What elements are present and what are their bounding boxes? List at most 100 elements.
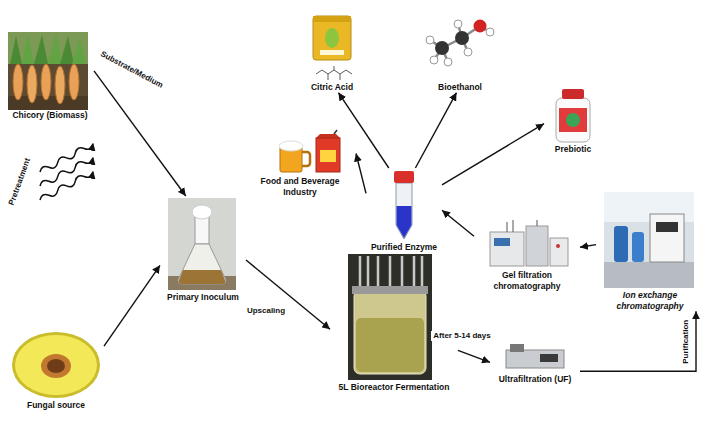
ion-exchange-photo: [604, 192, 694, 288]
chicory-photo-part: [55, 66, 65, 104]
edge-label: Purification: [681, 318, 691, 366]
step-caption: Food and Beverage Industry: [244, 176, 356, 197]
gel-filtration-instrument-part: [490, 232, 524, 266]
ethanol-molecule-part: [486, 28, 494, 36]
prebiotic-bottle: [556, 89, 590, 142]
flow-arrow: [104, 265, 160, 346]
chicory-photo-part: [8, 32, 88, 64]
image-space: [596, 190, 704, 290]
ethanol-molecule-part: [464, 48, 472, 56]
food-beverage-icons-part: [316, 138, 340, 172]
bioreactor-photo: [348, 254, 432, 380]
ethanol-molecule: [426, 20, 494, 67]
image-space: [490, 340, 580, 374]
ion-exchange-photo-part: [656, 222, 678, 232]
process-step: Citric Acid: [300, 12, 364, 93]
step-caption: Citric Acid: [300, 82, 364, 93]
flow-arrow: [338, 93, 388, 168]
prebiotic-bottle-part: [562, 89, 584, 99]
enzyme-vial-part: [396, 183, 412, 239]
step-caption: Prebiotic: [544, 144, 602, 155]
step-caption: Chicory (Biomass): [6, 110, 94, 121]
flow-arrow: [442, 124, 544, 185]
chicory-photo-part: [48, 33, 62, 64]
food-beverage-icons: [279, 130, 340, 172]
citric-acid-pouch-part: [313, 16, 351, 22]
step-caption: Ultrafiltration (UF): [490, 374, 580, 385]
bioreactor-photo-part: [352, 286, 428, 294]
edge-label: Substrate/Medium: [97, 49, 166, 92]
image-space: [160, 196, 246, 292]
image-space: [366, 168, 442, 242]
flow-arrow: [458, 350, 490, 362]
ion-exchange-photo-part: [650, 214, 684, 262]
annotation-label: Pretreatment: [6, 155, 33, 208]
citric-acid-pouch-part: [316, 66, 352, 80]
food-beverage-icons-part: [302, 152, 310, 166]
process-step: Prebiotic: [544, 86, 602, 155]
step-caption: Bioethanol: [425, 82, 495, 93]
ion-exchange-photo-part: [604, 192, 694, 288]
step-caption: Fungal source: [8, 400, 104, 411]
prebiotic-bottle-part: [559, 108, 587, 132]
process-step: Gel filtration chromatography: [474, 218, 580, 291]
ethanol-molecule-part: [435, 41, 449, 55]
image-space: [330, 252, 458, 382]
image-space: [244, 130, 356, 176]
step-caption: Purified Enzyme: [366, 242, 442, 253]
food-beverage-icons-part: [334, 130, 337, 134]
process-step: Food and Beverage Industry: [244, 130, 356, 197]
step-caption: Ion exchange chromatography: [596, 290, 704, 311]
ethanol-molecule-part: [474, 20, 487, 33]
process-step: Ultrafiltration (UF): [490, 340, 580, 385]
ion-exchange-photo-part: [632, 232, 644, 262]
petri-dish-part: [12, 332, 100, 398]
chicory-photo-part: [8, 32, 88, 110]
enzyme-vial: [394, 171, 414, 239]
citric-acid-pouch: [313, 16, 352, 80]
edge-label: After 5-14 days: [431, 331, 492, 341]
flow-arrow: [580, 311, 696, 371]
ethanol-molecule-part: [426, 36, 434, 44]
prebiotic-bottle-part: [556, 98, 590, 142]
ethanol-molecule-part: [454, 20, 462, 28]
flow-arrow: [415, 93, 456, 168]
process-step: Ion exchange chromatography: [596, 190, 704, 311]
image-space: [300, 12, 364, 82]
gel-filtration-instrument: [490, 220, 568, 266]
process-step: Chicory (Biomass): [6, 30, 94, 121]
edge-label: Upscaling: [245, 306, 287, 316]
chicory-photo-part: [13, 64, 23, 100]
step-caption: Gel filtration chromatography: [474, 270, 580, 291]
chicory-photo-part: [69, 64, 79, 100]
ultrafiltration-device: [506, 344, 564, 368]
food-beverage-icons-part: [320, 150, 336, 162]
inoculum-flask-photo-part: [168, 198, 236, 290]
ethanol-molecule-part: [444, 58, 452, 66]
inoculum-flask-photo-part: [178, 244, 226, 284]
ethanol-molecule-part: [455, 31, 469, 45]
image-space: [474, 218, 580, 270]
image-space: [6, 30, 94, 110]
process-step: Purified Enzyme: [366, 168, 442, 253]
chicory-photo-part: [72, 38, 86, 64]
process-step: Fungal source: [8, 330, 104, 411]
enzyme-vial-part: [394, 171, 414, 183]
citric-acid-pouch-part: [313, 16, 351, 60]
gel-filtration-instrument-part: [556, 244, 560, 248]
inoculum-flask-photo-part: [179, 270, 225, 284]
chicory-photo: [8, 32, 88, 110]
prebiotic-bottle-part: [566, 113, 580, 127]
ion-exchange-photo-part: [604, 262, 694, 288]
flow-arrow: [246, 260, 330, 329]
ethanol-molecule-part: [430, 56, 438, 64]
pretreatment-waves-part: [39, 155, 95, 188]
petri-dish-part: [41, 354, 71, 378]
bioreactor-photo-part: [356, 318, 424, 372]
pretreatment-waves-part: [39, 169, 95, 202]
petri-dish-part: [15, 335, 97, 395]
ultrafiltration-device-part: [510, 344, 524, 352]
inoculum-flask-photo: [168, 198, 236, 290]
